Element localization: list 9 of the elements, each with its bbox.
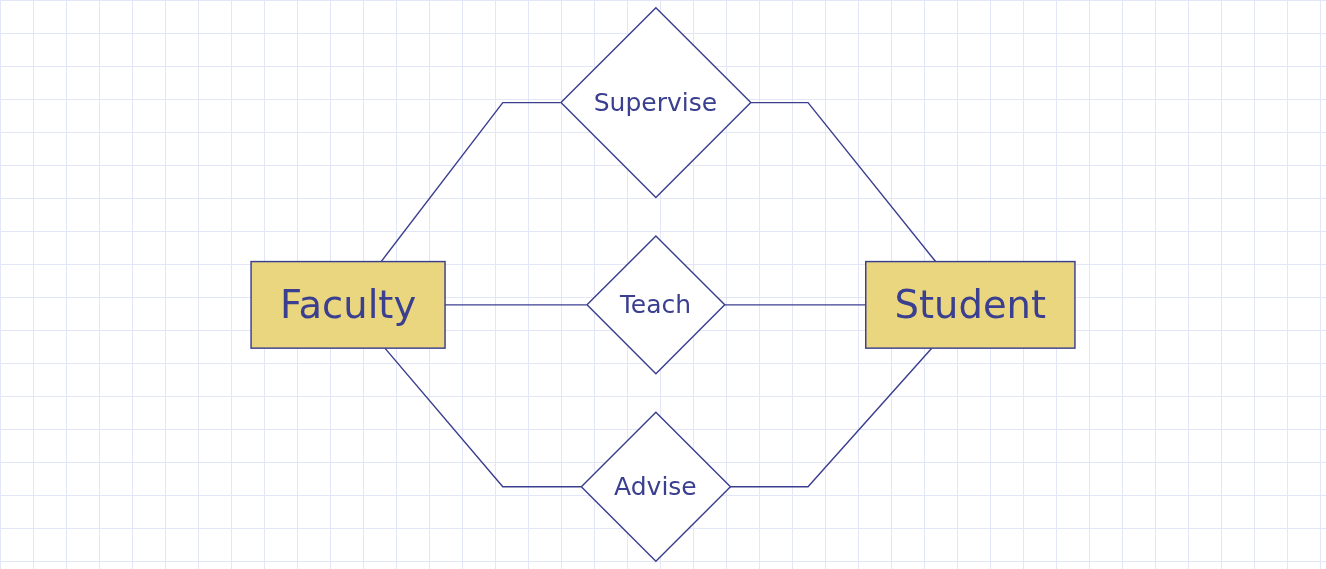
connector <box>749 101 937 263</box>
node-box: Faculty <box>250 260 446 349</box>
connector <box>729 347 933 488</box>
node-diamond: Advise <box>580 411 732 563</box>
node-box: Student <box>865 260 1076 349</box>
node-diamond: Teach <box>586 235 726 375</box>
node-diamond: Supervise <box>559 6 752 199</box>
connector <box>384 347 582 488</box>
connector <box>380 101 562 263</box>
